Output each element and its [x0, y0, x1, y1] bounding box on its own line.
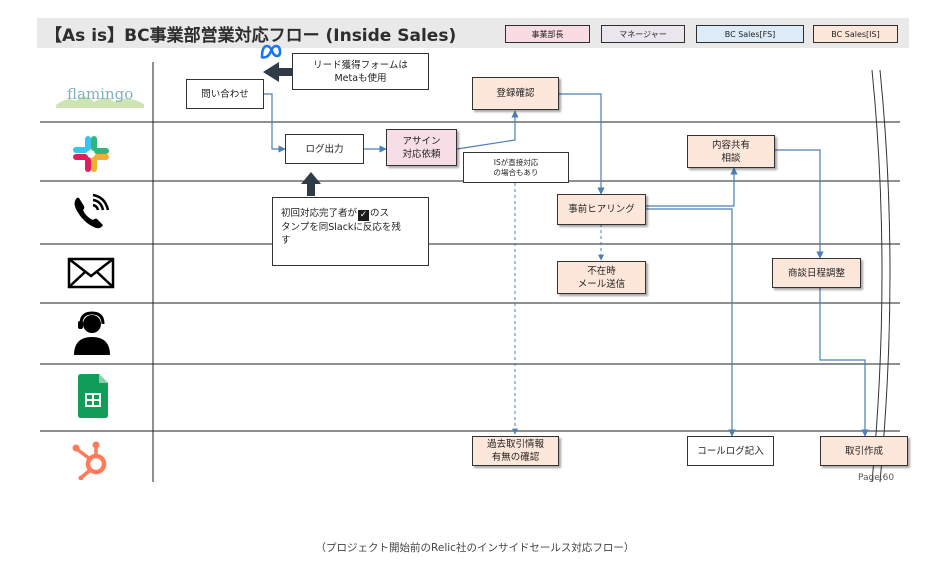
page-title: 【As is】BC事業部営業対応フロー (Inside Sales) — [45, 26, 457, 46]
meta-logo-icon — [259, 43, 285, 61]
hubspot-icon — [70, 440, 110, 480]
connector-register-hearing — [559, 93, 605, 195]
is-direct-note: ISが直接対応 の場合もあり — [463, 152, 569, 183]
connector-hearing-share — [646, 167, 738, 207]
create-deal-box: 取引作成 — [820, 436, 908, 466]
pre-hearing-box: 事前ヒアリング — [557, 194, 646, 225]
legend-bc-sales-is: BC Sales[IS] — [813, 25, 898, 43]
figure-caption: （プロジェクト開始前のRelic社のインサイドセールス対応フロー） — [315, 542, 635, 554]
connector-share-schedule — [775, 149, 824, 259]
connector-schedule-deal — [819, 288, 869, 437]
schedule-box: 商談日程調整 — [772, 258, 861, 288]
mail-icon — [67, 257, 115, 289]
lead-form-callout: リード獲得フォームは Metaも使用 — [292, 53, 429, 90]
up-arrow-stamp — [301, 172, 321, 196]
legend-manager: マネージャー — [601, 25, 685, 43]
call-log-box: コールログ記入 — [687, 436, 774, 466]
inquiry-box: 問い合わせ — [186, 79, 264, 109]
connector-hearing-calllog — [646, 208, 736, 437]
page-number: Page.60 — [858, 473, 895, 483]
absent-mail-box: 不在時 メール送信 — [557, 261, 646, 294]
slack-icon — [71, 134, 111, 174]
flamingo-logo: flamingo — [54, 84, 146, 108]
stamp-instruction-note: 初回対応完了者が✓のス タンプを同Slackに反応を残 す — [272, 197, 429, 266]
checkmark-icon: ✓ — [358, 210, 370, 221]
headset-person-icon — [72, 311, 112, 355]
legend-bc-sales-fs: BC Sales[FS] — [696, 25, 804, 43]
past-deal-check-box: 過去取引情報 有無の確認 — [472, 436, 559, 466]
connector-assign-register — [456, 110, 519, 150]
register-check-box: 登録確認 — [472, 77, 559, 110]
lane-separators — [40, 121, 900, 432]
right-edge-curve-1 — [871, 69, 883, 483]
legend-division-head: 事業部長 — [505, 25, 590, 43]
sheets-icon — [78, 374, 108, 418]
left-arrow-meta — [263, 62, 293, 82]
right-edge-curve-2 — [879, 69, 891, 483]
assign-request-box: アサイン 対応依頼 — [386, 129, 457, 166]
log-output-box: ログ出力 — [285, 134, 364, 164]
stamp-note-text-before: 初回対応完了者が — [281, 208, 358, 219]
phone-icon — [70, 193, 110, 233]
connector-inquiry-log — [264, 93, 286, 153]
share-consult-box: 内容共有 相談 — [687, 135, 775, 168]
stamp-note-text-after: のス タンプを同Slackに反応を残 す — [281, 208, 401, 246]
